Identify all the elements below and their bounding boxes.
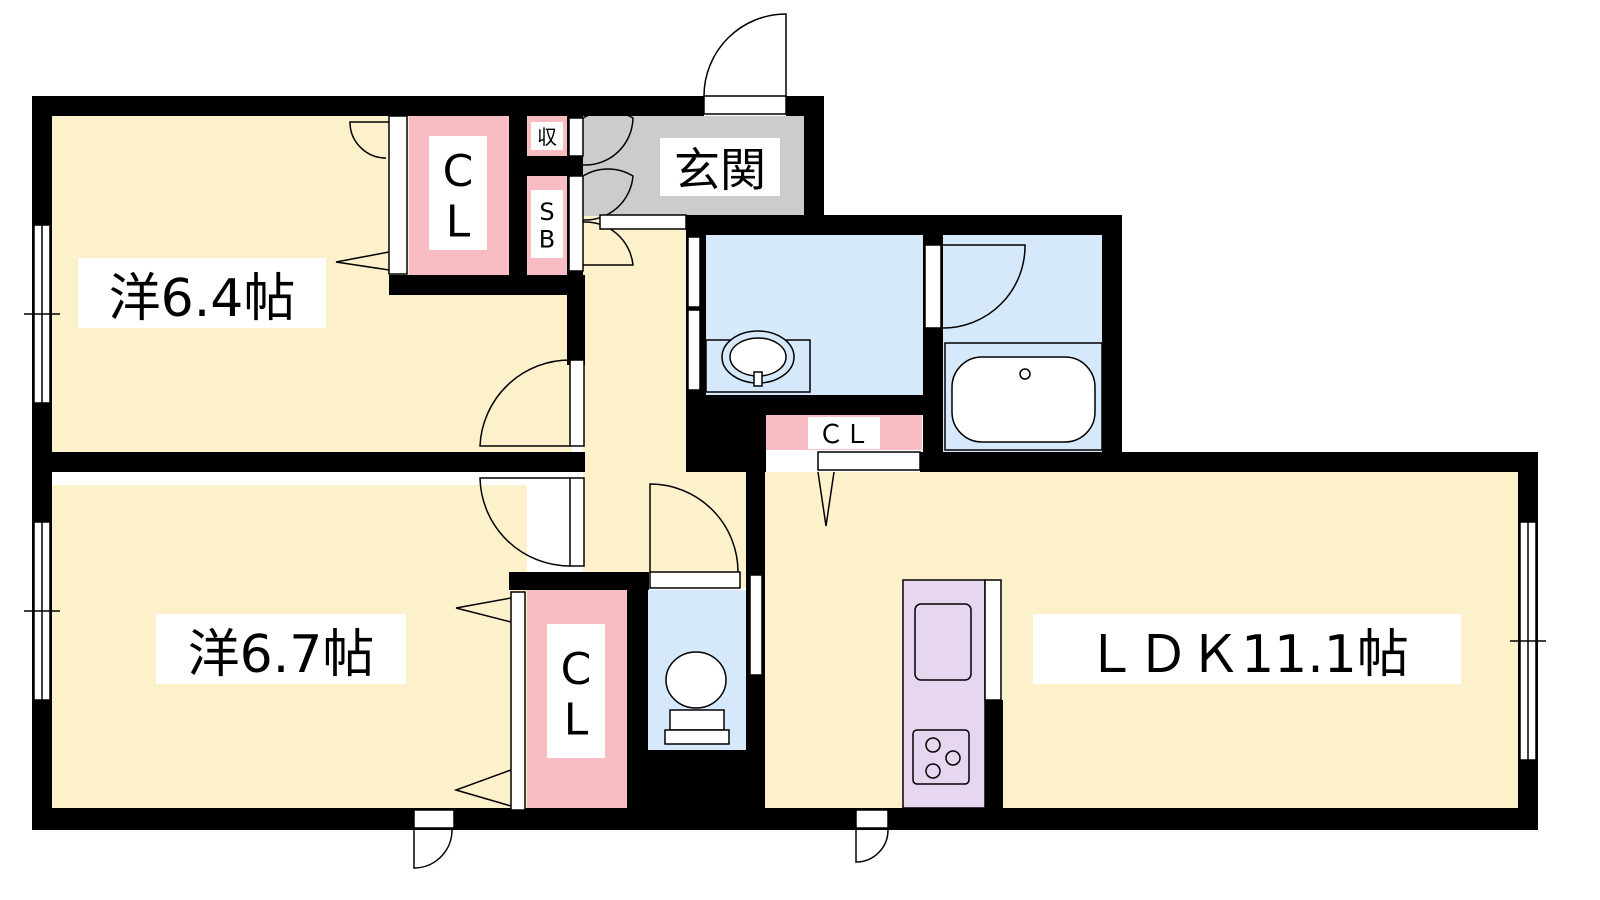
wall-ldk-top <box>920 452 1538 472</box>
label-western-2: 洋6.7帖 <box>188 625 375 685</box>
kitchen-counter-edge <box>984 579 1002 701</box>
doors <box>335 13 1026 869</box>
wall-entrance-right <box>804 96 824 235</box>
wall-bottom <box>32 808 1538 830</box>
label-line: C <box>443 146 474 197</box>
entrance-door-swing <box>703 13 787 97</box>
bathroom-door-swing <box>942 244 1026 329</box>
wash-basin-icon <box>705 330 811 393</box>
wall-closet-1-bottom <box>389 275 585 295</box>
wall-room-divider <box>32 452 585 472</box>
label-line: L <box>446 197 471 248</box>
wall-closet-2-top <box>509 572 649 590</box>
wall-bath-top <box>686 215 1122 235</box>
label-closet-hall: ＣＬ <box>818 420 870 450</box>
corridor-floor-lower <box>583 470 763 588</box>
wall-cl-bottom <box>686 452 766 472</box>
label-small-storage: 収 <box>537 125 557 149</box>
window-toilet-slit <box>749 574 763 676</box>
wall-closet-1-right <box>509 116 527 295</box>
room-2-door-swing <box>479 477 571 567</box>
bathtub-icon <box>944 342 1103 451</box>
toilet-door-swing <box>649 483 739 573</box>
label-line: C <box>561 644 592 695</box>
room-labels: 洋6.4帖 洋6.7帖 ＬＤＫ11.1帖 玄関 <box>78 138 1461 685</box>
windows <box>24 224 1546 761</box>
label-line: B <box>539 226 555 254</box>
wall-top-left <box>32 96 704 116</box>
wall-bath-right <box>1102 215 1122 472</box>
room-1-door-swing <box>479 359 571 447</box>
wall-corridor-left <box>567 275 585 365</box>
stove-burner-icon <box>912 729 970 785</box>
window-wash-slit <box>687 309 701 391</box>
wall-kitchen-stub <box>985 700 1003 810</box>
label-western-1: 洋6.4帖 <box>109 269 296 329</box>
label-ldk: ＬＤＫ11.1帖 <box>1085 625 1409 685</box>
toilet-icon <box>664 651 730 745</box>
label-line: L <box>564 695 589 746</box>
entrance-door-frame <box>703 95 787 115</box>
label-line: S <box>539 198 554 226</box>
wall-toilet-bottom <box>627 750 765 812</box>
label-entrance: 玄関 <box>674 143 766 197</box>
kitchen-sink-icon <box>914 603 972 681</box>
